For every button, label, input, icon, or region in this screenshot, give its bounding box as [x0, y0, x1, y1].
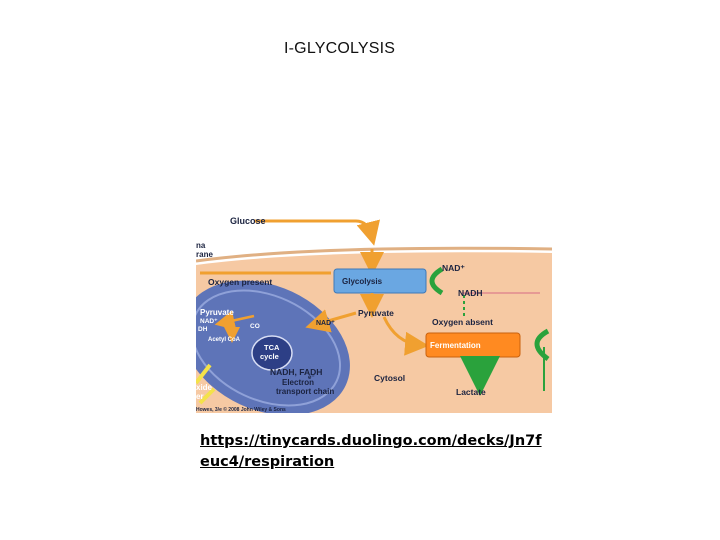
label-nad-plus-top: NAD⁺ [442, 263, 465, 273]
label-pyruvate-mito: Pyruvate [200, 308, 234, 317]
label-fermentation: Fermentation [430, 341, 481, 350]
pyruvate-to-fermentation-arrow [382, 316, 429, 356]
label-dh-frag: DH [198, 326, 208, 333]
nad-cycle-arrow-top [429, 266, 444, 296]
electron-transport-flash [196, 363, 212, 385]
cell-membrane [196, 246, 552, 263]
cellular-respiration-diagram: Glucose na rane Oxygen present Glycolysi… [196, 213, 552, 413]
label-nadh-fadh: NADH, FADH [270, 367, 322, 377]
label-lactate: Lactate [456, 387, 486, 397]
label-electron-line1: Electron [282, 378, 314, 387]
glycolysis-box [333, 268, 427, 294]
slide-title: I-GLYCOLYSIS [284, 40, 396, 57]
mitochondrion-inner-membrane [196, 289, 342, 407]
label-er-frag: er [196, 392, 204, 401]
label-oxide-frag: xide [196, 383, 213, 392]
tca-cycle-circle [251, 335, 293, 371]
label-nadh-top: NADH [458, 288, 483, 298]
label-tca-line2: cycle [260, 352, 279, 361]
diagram-svg: Glucose na rane Oxygen present Glycolysi… [196, 213, 552, 413]
label-e-minus: e⁻ [308, 375, 315, 381]
mito-pyruvate-arrow [214, 310, 255, 331]
label-oxygen-present: Oxygen present [208, 277, 272, 287]
label-electron-line2: transport chain [276, 387, 334, 396]
label-oxygen-absent: Oxygen absent [432, 317, 493, 327]
label-pyruvate-cytosol: Pyruvate [358, 308, 394, 318]
label-glucose: Glucose [230, 216, 266, 226]
label-membrane-frag-2: rane [196, 250, 213, 259]
label-glycolysis: Glycolysis [342, 277, 383, 286]
label-nad-plus-mito: NAD⁺ [200, 318, 218, 325]
label-cytosol: Cytosol [374, 373, 405, 383]
label-co2: CO [250, 323, 260, 330]
pyruvate-to-mito-arrow [305, 309, 357, 333]
label-membrane-frag-1: na [196, 241, 206, 250]
respiration-deck-link[interactable]: https://tinycards.duolingo.com/decks/Jn7… [200, 433, 542, 470]
electron-transport-flash-2 [198, 387, 216, 405]
label-acetyl-coa: Acetyl CoA [208, 337, 241, 343]
label-tca-line1: TCA [264, 343, 280, 352]
label-copyright: Howes, 3/e © 2008 John Wiley & Sons [196, 406, 286, 413]
glucose-arrow [254, 219, 380, 246]
label-nad-plus-mid: NAD⁺ [316, 320, 335, 327]
